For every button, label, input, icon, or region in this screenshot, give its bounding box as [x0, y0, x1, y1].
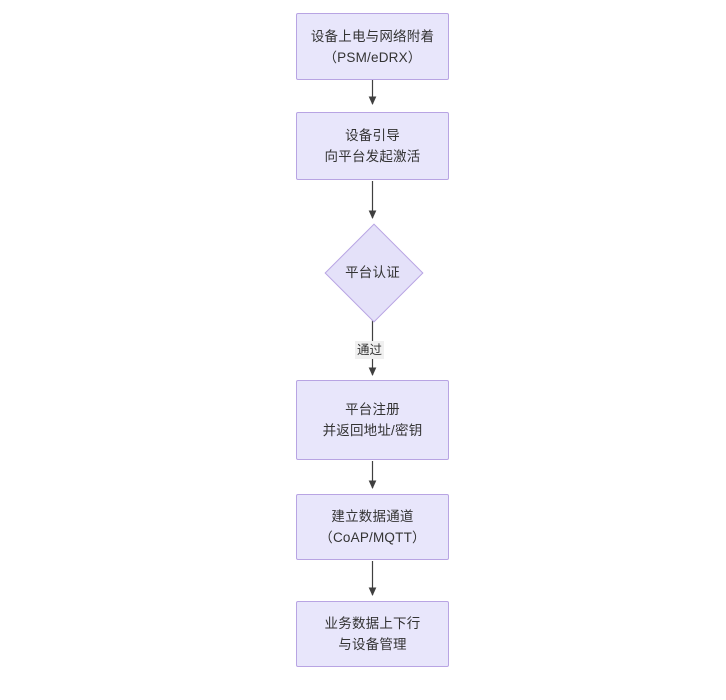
- node-platform-register[interactable]: 平台注册 并返回地址/密钥: [296, 380, 449, 460]
- node-label-n3: 平台认证: [345, 264, 400, 280]
- node-establish-data-channel[interactable]: 建立数据通道 （CoAP/MQTT）: [296, 494, 449, 560]
- node-business-data-uplink-downlink[interactable]: 业务数据上下行 与设备管理: [296, 601, 449, 667]
- node-label-n5: 建立数据通道 （CoAP/MQTT）: [319, 509, 426, 545]
- node-label-n2: 设备引导 向平台发起激活: [324, 128, 421, 164]
- node-label-n6: 业务数据上下行 与设备管理: [324, 616, 421, 652]
- node-label-n4: 平台注册 并返回地址/密钥: [322, 402, 423, 438]
- node-platform-auth-decision[interactable]: 平台认证: [324, 223, 423, 323]
- node-device-bootstrap[interactable]: 设备引导 向平台发起激活: [296, 112, 449, 180]
- node-device-power-on[interactable]: 设备上电与网络附着 （PSM/eDRX）: [296, 13, 449, 80]
- node-label-n1: 设备上电与网络附着 （PSM/eDRX）: [310, 28, 435, 65]
- edge-label-pass: 通过: [355, 341, 385, 359]
